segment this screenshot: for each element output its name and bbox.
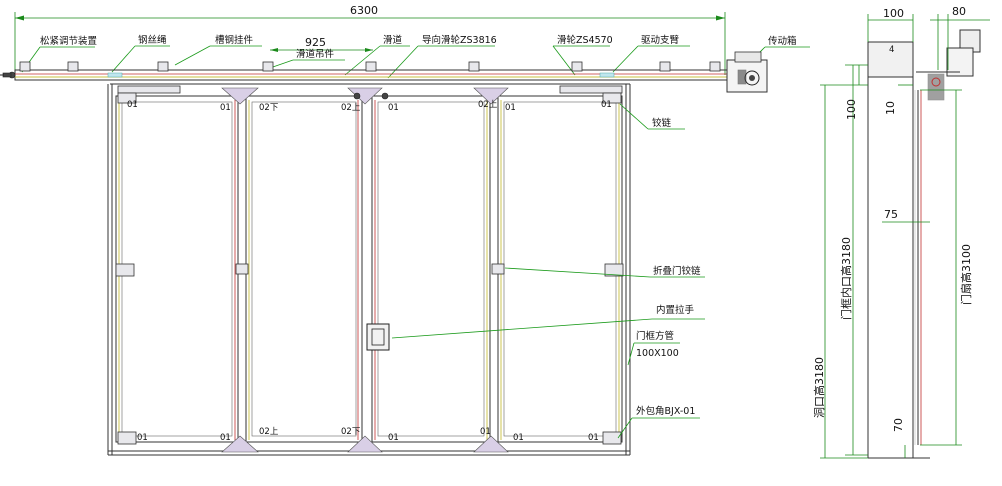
mark-top-5: 01 [388, 103, 399, 113]
dim-total-width-text: 6300 [350, 4, 378, 17]
label-outer-corner: 外包角BJX-01 [636, 405, 695, 417]
dim-side-100: 100 [845, 99, 858, 120]
mark-top-1: 01 [127, 100, 138, 110]
channel-hangers [19, 61, 721, 72]
label-square-tube-size: 100X100 [636, 348, 679, 359]
mark-bottom-2: 01 [220, 433, 231, 443]
label-wire-rope: 钢丝绳 [138, 34, 167, 46]
label-drive-box: 传动箱 [768, 35, 797, 47]
dim-side-10: 10 [884, 101, 897, 115]
label-square-tube: 门框方管 [636, 330, 674, 342]
label-drive-arm: 驱动支臂 [641, 34, 680, 46]
label-tension-adjuster: 松紧调节装置 [40, 35, 97, 47]
mark-bottom-7: 01 [513, 433, 524, 443]
mark-bottom-1: 01 [137, 433, 148, 443]
label-track: 滑道 [383, 34, 403, 46]
door-frame [107, 84, 631, 456]
dim-panel-width-text: 925 [305, 36, 326, 49]
drive-box [726, 51, 768, 93]
right-labels: 铰链 折叠门铰链 内置拉手 门框方管 100X100 外包角BJX-01 [391, 103, 705, 439]
dim-side-top-b: 80 [952, 5, 966, 18]
label-hinge: 铰链 [652, 117, 672, 129]
mark-bottom-5: 01 [388, 433, 399, 443]
mark-bottom-4: 02下 [341, 427, 361, 437]
mark-top-3: 02下 [259, 103, 279, 113]
door-panels [115, 85, 624, 453]
label-folding-hinge: 折叠门铰链 [653, 265, 701, 277]
mark-top-2: 01 [220, 103, 231, 113]
mark-top-6: 02上 [478, 100, 498, 110]
top-labels: 松紧调节装置 钢丝绳 槽钢挂件 滑道吊件 滑道 导向滑轮ZS3816 滑轮ZS4… [21, 34, 810, 79]
mark-top-7: 01 [505, 103, 516, 113]
panel-marks: 01 01 02下 02上 01 02上 01 01 01 01 02上 02下… [127, 100, 612, 443]
label-pulley: 滑轮ZS4570 [557, 34, 613, 46]
dim-frame-inner-height: 门框内口高3180 [839, 237, 853, 320]
mark-bottom-8: 01 [588, 433, 599, 443]
mark-bottom-3: 02上 [259, 427, 279, 437]
dim-side-75: 75 [884, 208, 898, 221]
label-guide-pulley: 导向滑轮ZS3816 [422, 34, 497, 46]
side-tag-4: 4 [889, 45, 894, 55]
dimension-total-width: 6300 [14, 4, 726, 75]
label-track-hanger: 滑道吊件 [296, 48, 335, 60]
mark-bottom-6: 01 [480, 427, 491, 437]
dim-side-top-a: 100 [883, 7, 904, 20]
label-channel-hanger: 槽钢挂件 [215, 34, 254, 46]
side-section-view: 4 100 80 门框内口高3180 100 10 [812, 5, 990, 459]
dim-side-70: 70 [892, 418, 905, 432]
mark-top-8: 01 [601, 100, 612, 110]
top-track [0, 61, 728, 85]
dim-opening-height: 洞口高3180 [812, 357, 826, 418]
dim-door-leaf-height: 门扇高3100 [959, 244, 973, 305]
label-inner-handle: 内置拉手 [656, 304, 695, 316]
dimension-panel-width: 925 [270, 36, 373, 52]
mark-top-4: 02上 [341, 103, 361, 113]
